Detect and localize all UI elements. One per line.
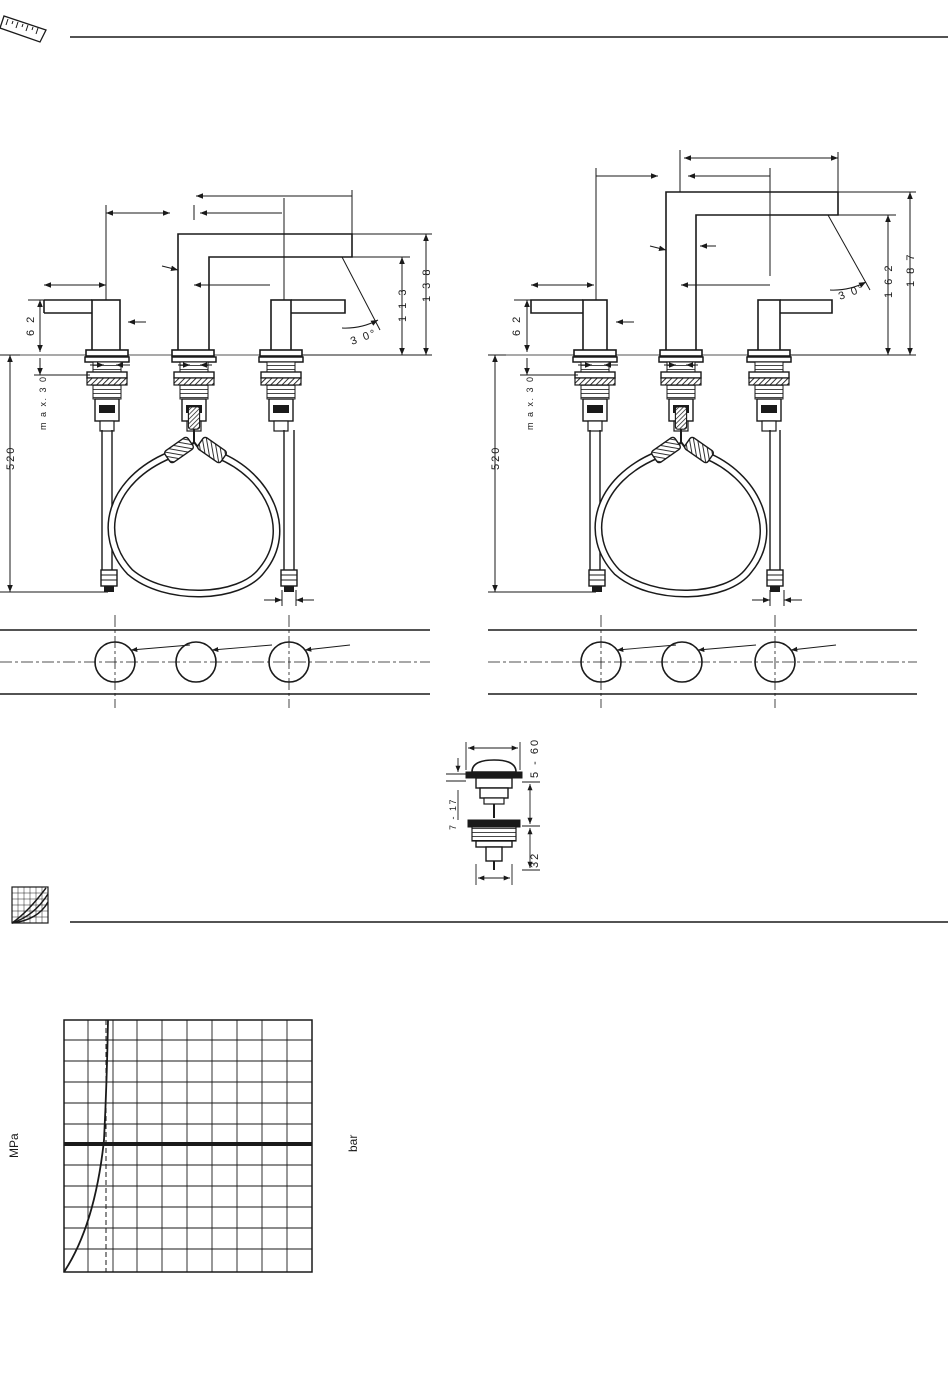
angle-30-high: 3 0° <box>837 282 867 303</box>
hose-nut-right-high <box>767 570 783 592</box>
mounting-template-high <box>488 615 917 708</box>
hose-nut-left-high <box>589 570 605 592</box>
flow-rate-chart <box>64 1020 312 1272</box>
mounting-template-low <box>0 615 430 708</box>
dim-520-high: 520 <box>490 446 502 470</box>
faucet-drawing-high-spout <box>488 192 916 356</box>
hose-connector-left-high <box>651 436 682 464</box>
dim-162: 1 6 2 <box>883 264 895 298</box>
dim-138: 1 3 8 <box>421 268 433 302</box>
hose-connector-left-low <box>164 436 195 464</box>
dim-62-high: 6 2 <box>511 315 523 336</box>
dim-113: 1 1 3 <box>397 288 409 322</box>
valve-body-right-low <box>259 357 303 431</box>
pop-up-drain-drawing <box>446 742 540 885</box>
dim-187: 1 8 7 <box>905 253 917 287</box>
hose-nut-left-low <box>101 570 117 592</box>
hose-connector-right-low <box>197 436 228 464</box>
hose-nut-right-low <box>281 570 297 592</box>
dim-62-low: 6 2 <box>25 315 37 336</box>
dim-520-low: 520 <box>5 446 17 470</box>
hose-connector-right-high <box>684 436 715 464</box>
ruler-icon <box>0 16 46 42</box>
valve-body-left-high <box>573 357 617 431</box>
hoses-low <box>102 428 294 594</box>
valve-body-left-low <box>85 357 129 431</box>
dim-5-60: 5 - 60 <box>529 738 541 778</box>
valve-body-right-high <box>747 357 791 431</box>
dim-7-17: 7 - 17 <box>448 798 458 830</box>
dimension-lines-low <box>0 190 432 606</box>
axis-label-mpa: MPa <box>7 1133 21 1158</box>
flow-chart-icon <box>12 887 48 923</box>
dimension-lines-high <box>488 150 916 606</box>
angle-30-low: 3 0° <box>349 327 379 348</box>
axis-label-bar: bar <box>346 1135 360 1152</box>
dim-max30-low: m a x. 3 0 <box>38 375 48 430</box>
tee-connector-high <box>675 407 686 429</box>
dim-max30-high: m a x. 3 0 <box>525 375 535 430</box>
dim-32: 32 <box>529 852 541 868</box>
tee-connector-low <box>188 407 199 429</box>
hoses-high <box>590 428 780 594</box>
